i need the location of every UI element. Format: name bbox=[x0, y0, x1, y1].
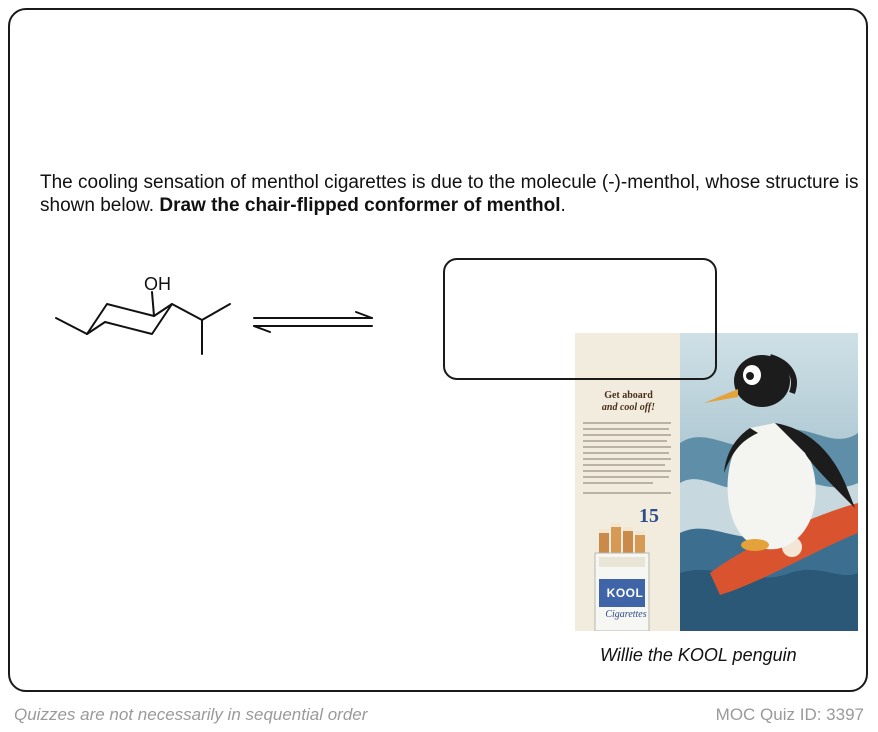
chair-ring-front bbox=[86, 303, 173, 335]
chair-ring-back bbox=[86, 321, 106, 335]
footer-note: Quizzes are not necessarily in sequentia… bbox=[14, 705, 368, 724]
ad-price: 15 bbox=[639, 505, 659, 527]
oh-bond bbox=[151, 291, 155, 317]
menthol-chair-structure: OH bbox=[55, 274, 231, 355]
isopropyl-bond bbox=[171, 303, 203, 321]
cigarette-pack-icon bbox=[594, 523, 650, 631]
penguin-illustration bbox=[680, 333, 858, 631]
ad-caption: Willie the KOOL penguin bbox=[600, 645, 797, 665]
question-text: The cooling sensation of menthol cigaret… bbox=[40, 171, 860, 217]
ad-brand: KOOL bbox=[606, 586, 644, 600]
question-instruction: Draw the chair-flipped conformer of ment… bbox=[159, 195, 561, 216]
ad-pack-sub: Cigarettes bbox=[605, 609, 647, 620]
question-plain: The cooling sensation of menthol cigaret… bbox=[40, 172, 859, 216]
ad-body-copy bbox=[583, 422, 671, 494]
methyl-bond-left bbox=[55, 317, 88, 335]
answer-box[interactable] bbox=[443, 258, 717, 380]
ad-headline-line2: and cool off! bbox=[601, 402, 656, 413]
ad-headline-line1: Get aboard bbox=[604, 390, 653, 401]
question-end: . bbox=[560, 195, 566, 216]
oh-label: OH bbox=[144, 274, 171, 294]
ad-headline: Get aboard and cool off! bbox=[581, 390, 676, 414]
isopropyl-methyl-1 bbox=[201, 303, 231, 321]
equilibrium-arrows bbox=[253, 311, 373, 333]
quiz-id: MOC Quiz ID: 3397 bbox=[715, 705, 864, 724]
kool-advertisement: Get aboard and cool off! 15 bbox=[575, 333, 858, 631]
